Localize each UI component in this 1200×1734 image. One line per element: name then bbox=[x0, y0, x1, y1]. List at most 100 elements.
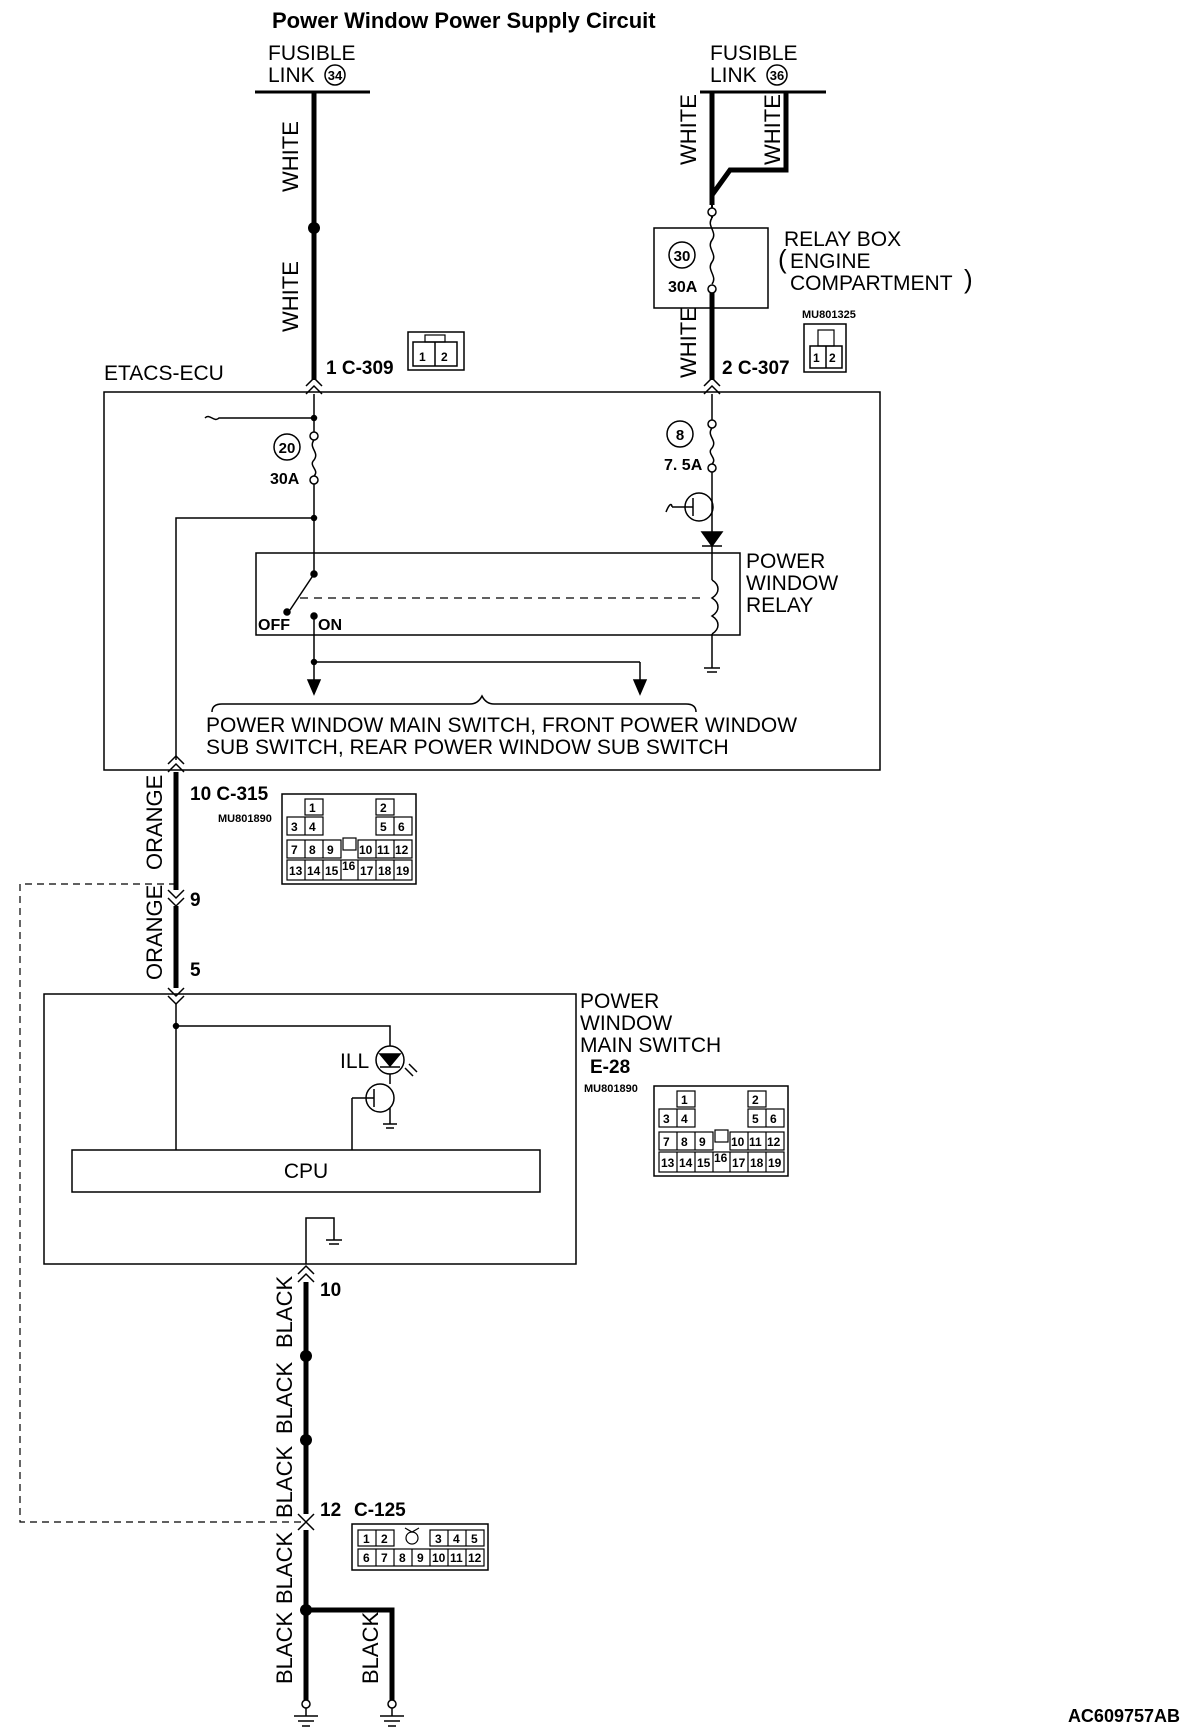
connector-arrows-top bbox=[305, 376, 721, 395]
svg-text:WHITE: WHITE bbox=[278, 261, 303, 332]
svg-text:LINK: LINK bbox=[268, 64, 315, 87]
svg-text:17: 17 bbox=[732, 1156, 746, 1170]
svg-text:9: 9 bbox=[417, 1551, 424, 1565]
main-switch-box bbox=[43, 993, 577, 1265]
relay-label-line3: RELAY bbox=[746, 594, 813, 617]
svg-text:19: 19 bbox=[768, 1156, 782, 1170]
svg-text:FUSIBLE: FUSIBLE bbox=[710, 42, 798, 65]
svg-text:9: 9 bbox=[327, 843, 334, 857]
svg-text:9: 9 bbox=[699, 1135, 706, 1149]
svg-text:1: 1 bbox=[363, 1532, 370, 1546]
svg-text:19: 19 bbox=[396, 864, 410, 878]
svg-text:2: 2 bbox=[441, 350, 448, 364]
power-window-relay-box bbox=[255, 552, 741, 636]
svg-text:12: 12 bbox=[767, 1135, 781, 1149]
svg-text:BLACK: BLACK bbox=[358, 1612, 383, 1684]
svg-text:(: ( bbox=[778, 244, 787, 274]
svg-text:7: 7 bbox=[381, 1551, 388, 1565]
svg-text:15: 15 bbox=[325, 864, 339, 878]
cpu-box bbox=[71, 1149, 541, 1193]
svg-text:FUSIBLE: FUSIBLE bbox=[268, 42, 356, 65]
svg-text:6: 6 bbox=[770, 1112, 777, 1126]
main-switch-internal bbox=[172, 1004, 418, 1150]
svg-text:10: 10 bbox=[359, 843, 373, 857]
svg-text:BLACK: BLACK bbox=[272, 1612, 297, 1684]
svg-text:8: 8 bbox=[399, 1551, 406, 1565]
svg-text:12: 12 bbox=[395, 843, 409, 857]
svg-text:ENGINE: ENGINE bbox=[790, 250, 871, 273]
pin-10-label: 10 bbox=[320, 1280, 341, 1301]
ground-symbol-left bbox=[294, 1699, 318, 1727]
relay-label-line1: POWER bbox=[746, 550, 825, 573]
connector-c307-icon: 1 2 bbox=[803, 323, 847, 373]
svg-text:16: 16 bbox=[714, 1151, 728, 1165]
fuse-20-rating: 30A bbox=[270, 471, 300, 488]
svg-text:20: 20 bbox=[279, 440, 296, 457]
svg-text:3: 3 bbox=[435, 1532, 442, 1546]
c315-part-no: MU801890 bbox=[218, 813, 272, 825]
svg-text:COMPARTMENT: COMPARTMENT bbox=[790, 272, 953, 295]
svg-text:BLACK: BLACK bbox=[272, 1446, 297, 1518]
svg-text:2: 2 bbox=[752, 1093, 759, 1107]
svg-text:BLACK: BLACK bbox=[272, 1362, 297, 1434]
main-switch-label-line1: POWER bbox=[580, 990, 659, 1013]
white-wire-left: WHITE WHITE bbox=[278, 92, 320, 380]
svg-text:16: 16 bbox=[342, 859, 356, 873]
connector-c315-icon: 1 2 3 4 5 6 7 8 9 10 11 12 13 14 15 16 1… bbox=[281, 793, 417, 885]
note-brace bbox=[211, 694, 697, 713]
svg-text:8: 8 bbox=[681, 1135, 688, 1149]
svg-text:WHITE: WHITE bbox=[676, 307, 701, 378]
etacs-ecu-box bbox=[103, 391, 881, 771]
svg-text:7: 7 bbox=[663, 1135, 670, 1149]
svg-text:14: 14 bbox=[307, 864, 321, 878]
svg-text:): ) bbox=[964, 264, 973, 294]
svg-text:2: 2 bbox=[381, 1532, 388, 1546]
pin-5-label: 5 bbox=[190, 960, 201, 981]
svg-text:7: 7 bbox=[291, 843, 298, 857]
svg-text:BLACK: BLACK bbox=[272, 1532, 297, 1604]
svg-text:3: 3 bbox=[291, 820, 298, 834]
svg-text:34: 34 bbox=[328, 68, 343, 83]
black-wire: BLACK BLACK BLACK BLACK BLACK BLACK bbox=[272, 1264, 395, 1700]
svg-text:2: 2 bbox=[829, 351, 836, 365]
relay-box-part-no: MU801325 bbox=[802, 309, 856, 321]
svg-text:4: 4 bbox=[453, 1532, 460, 1546]
white-wire-right: WHITE WHITE WHITE bbox=[676, 92, 789, 380]
svg-text:13: 13 bbox=[289, 864, 303, 878]
svg-text:WHITE: WHITE bbox=[278, 121, 303, 192]
svg-text:18: 18 bbox=[378, 864, 392, 878]
pin-9-label: 9 bbox=[190, 890, 201, 911]
relay-output-lines bbox=[306, 658, 648, 696]
relay-label-line2: WINDOW bbox=[746, 572, 838, 595]
svg-text:3: 3 bbox=[663, 1112, 670, 1126]
svg-text:11: 11 bbox=[450, 1551, 463, 1565]
connector-e28-icon: 1 2 3 4 5 6 7 8 9 10 11 12 13 14 15 16 1… bbox=[653, 1085, 789, 1177]
svg-text:11: 11 bbox=[377, 843, 390, 857]
relay-box: 30 30A RELAY BOX ( ENGINE COMPARTMENT ) bbox=[653, 205, 973, 309]
figure-code: AC609757AB bbox=[1068, 1706, 1180, 1726]
shield-dashed-line bbox=[19, 883, 302, 1523]
connector-c309-label: 1 C-309 bbox=[326, 358, 394, 379]
svg-text:8: 8 bbox=[309, 843, 316, 857]
svg-text:10: 10 bbox=[432, 1551, 446, 1565]
svg-text:1: 1 bbox=[419, 350, 426, 364]
connector-c309-icon: 1 2 bbox=[407, 331, 465, 371]
svg-text:15: 15 bbox=[697, 1156, 711, 1170]
svg-text:30A: 30A bbox=[668, 279, 698, 296]
fuse-8-rating: 7. 5A bbox=[664, 457, 703, 474]
svg-text:5: 5 bbox=[752, 1112, 759, 1126]
orange-wire: ORANGE ORANGE bbox=[142, 754, 185, 1006]
c125-pin-label: 12 bbox=[320, 1500, 341, 1521]
main-switch-part-no: MU801890 bbox=[584, 1083, 638, 1095]
svg-text:36: 36 bbox=[770, 68, 784, 83]
svg-text:17: 17 bbox=[360, 864, 374, 878]
note-line2: SUB SWITCH, REAR POWER WINDOW SUB SWITCH bbox=[206, 736, 729, 759]
connector-c125-icon: 1 2 3 4 5 6 7 8 9 10 11 12 bbox=[351, 1523, 489, 1571]
main-switch-label-line2: WINDOW bbox=[580, 1012, 672, 1035]
svg-text:BLACK: BLACK bbox=[272, 1276, 297, 1348]
fusible-link-36: FUSIBLE LINK 36 bbox=[700, 42, 826, 94]
cpu-label: CPU bbox=[284, 1160, 328, 1183]
svg-text:WHITE: WHITE bbox=[676, 94, 701, 165]
svg-text:RELAY BOX: RELAY BOX bbox=[784, 228, 901, 251]
note-line1: POWER WINDOW MAIN SWITCH, FRONT POWER WI… bbox=[206, 714, 797, 737]
